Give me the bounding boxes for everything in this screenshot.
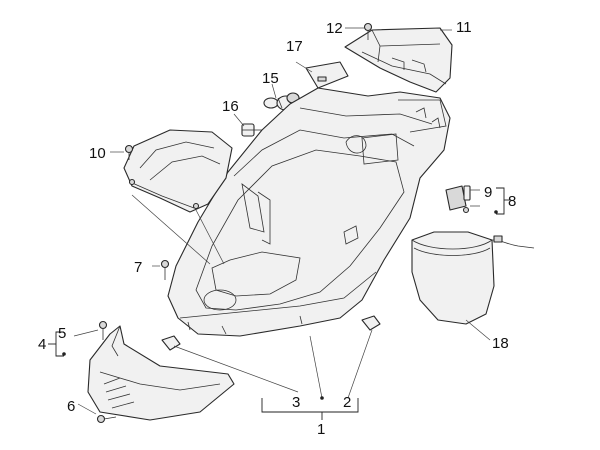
- helmet-compartment-part-1: [167, 87, 451, 337]
- callout-7: 7: [134, 259, 142, 276]
- leader-lines: [73, 27, 491, 415]
- callout-9: 9: [484, 184, 492, 201]
- bracket-group-1: [261, 396, 359, 420]
- screw-part-7: [160, 259, 170, 280]
- callout-10: 10: [89, 145, 106, 162]
- callout-6: 6: [67, 398, 75, 415]
- callout-5: 5: [58, 325, 66, 342]
- bracket-group-4: [48, 331, 66, 357]
- screw-part-10: [124, 144, 134, 160]
- callout-3: 3: [292, 394, 300, 411]
- callout-12: 12: [326, 20, 343, 37]
- storage-bag-part-18: [411, 231, 535, 325]
- bracket-group-8: [494, 187, 510, 215]
- cover-plate-part-17: [305, 61, 349, 89]
- clip-part-5: [98, 320, 108, 340]
- clip-part-2: [361, 315, 381, 331]
- callout-15: 15: [262, 70, 279, 87]
- pad-part-9: [445, 185, 471, 214]
- callout-4: 4: [38, 336, 46, 353]
- front-cover-part-4: [87, 325, 235, 421]
- clip-part-3: [161, 335, 181, 351]
- callout-1: 1: [317, 421, 325, 438]
- bushing-part-16: [241, 123, 262, 137]
- callout-2: 2: [343, 394, 351, 411]
- callout-17: 17: [286, 38, 303, 55]
- callout-labels: 1 2 3 4 5 6 7 8 9 10 11 12 15 16 17 18: [38, 19, 516, 438]
- callout-8: 8: [508, 193, 516, 210]
- rear-cover-part-11: [344, 27, 453, 93]
- screw-part-12: [363, 22, 373, 40]
- left-cover-part-10: [123, 129, 233, 213]
- screw-part-6: [96, 414, 117, 424]
- callout-18: 18: [492, 335, 509, 352]
- callout-11: 11: [456, 19, 472, 36]
- callout-16: 16: [222, 98, 239, 115]
